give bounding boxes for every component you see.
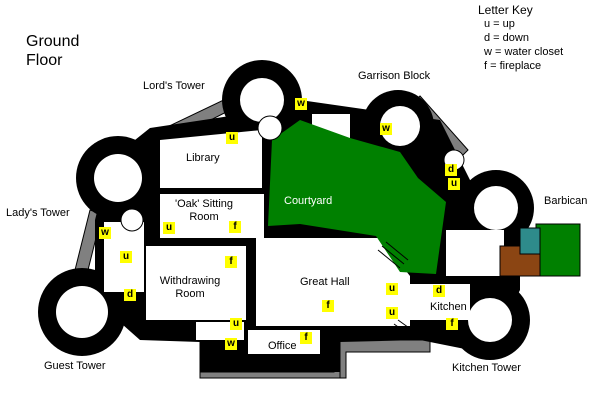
letter-key-legend: Letter Key u = up d = down w = water clo… bbox=[478, 3, 563, 73]
marker-u-lords-tower: u bbox=[226, 132, 238, 144]
label-oak-line2: Room bbox=[189, 211, 219, 223]
label-ladys-tower: Lady's Tower bbox=[6, 207, 70, 219]
floor-title-line2: Floor bbox=[26, 52, 63, 69]
label-withdrawing-line2: Room bbox=[175, 288, 205, 300]
tower-interiors bbox=[56, 78, 518, 342]
barbican-passage-floor bbox=[446, 230, 504, 276]
straight-stairs bbox=[377, 241, 413, 335]
label-kitchen: Kitchen bbox=[430, 301, 467, 313]
legend-item-water-closet: w = water closet bbox=[484, 46, 564, 58]
label-guest-tower: Guest Tower bbox=[44, 360, 106, 372]
label-withdrawing-line1: Withdrawing bbox=[159, 275, 221, 287]
marker-d-great-hall: d bbox=[433, 285, 445, 297]
legend-item-fireplace: f = fireplace bbox=[484, 60, 542, 72]
oak-sitting-room-floor bbox=[160, 194, 264, 238]
marker-f-withdrawing: f bbox=[225, 256, 237, 268]
marker-d-lady: d bbox=[124, 289, 136, 301]
marker-f-oak: f bbox=[229, 221, 241, 233]
label-oak-line1: 'Oak' Sitting bbox=[174, 198, 234, 210]
marker-u-garrison: u bbox=[448, 178, 460, 190]
legend-item-up: u = up bbox=[484, 18, 515, 30]
marker-d-garrison: d bbox=[445, 164, 457, 176]
marker-w-lady: w bbox=[99, 227, 111, 239]
barbican-gate-floor bbox=[528, 272, 586, 304]
marker-w-garrison: w bbox=[380, 123, 392, 135]
great-hall-floor bbox=[256, 238, 410, 326]
label-great-hall: Great Hall bbox=[300, 276, 350, 288]
label-withdrawing-room: Withdrawing Room bbox=[160, 275, 221, 301]
label-courtyard: Courtyard bbox=[284, 195, 333, 207]
marker-f-great-hall: f bbox=[322, 300, 334, 312]
barbican-gate bbox=[499, 223, 581, 277]
marker-u-great-hall-2: u bbox=[386, 307, 398, 319]
marker-w-lords-tower: w bbox=[295, 98, 307, 110]
library-floor bbox=[160, 130, 262, 188]
marker-f-kitchen: f bbox=[446, 318, 458, 330]
floor-title: Ground Floor bbox=[26, 32, 79, 70]
marker-f-office: f bbox=[300, 332, 312, 344]
label-office: Office bbox=[268, 340, 297, 352]
marker-w-south: w bbox=[225, 338, 237, 350]
marker-u-lady: u bbox=[120, 251, 132, 263]
label-garrison-block: Garrison Block bbox=[358, 70, 431, 82]
label-kitchen-tower: Kitchen Tower bbox=[452, 362, 521, 374]
courtyard-area bbox=[268, 120, 446, 274]
label-library: Library bbox=[186, 152, 220, 164]
floor-title-line1: Ground bbox=[26, 33, 80, 50]
rooms bbox=[104, 114, 586, 354]
legend-title: Letter Key bbox=[478, 3, 533, 17]
marker-u-great-hall-1: u bbox=[386, 283, 398, 295]
label-barbican: Barbican bbox=[544, 195, 588, 207]
marker-u-oak: u bbox=[163, 222, 175, 234]
legend-item-down: d = down bbox=[484, 32, 529, 44]
label-oak-sitting-room: 'Oak' Sitting Room bbox=[175, 198, 233, 224]
marker-u-south-passage: u bbox=[230, 318, 242, 330]
label-lords-tower: Lord's Tower bbox=[143, 80, 205, 92]
